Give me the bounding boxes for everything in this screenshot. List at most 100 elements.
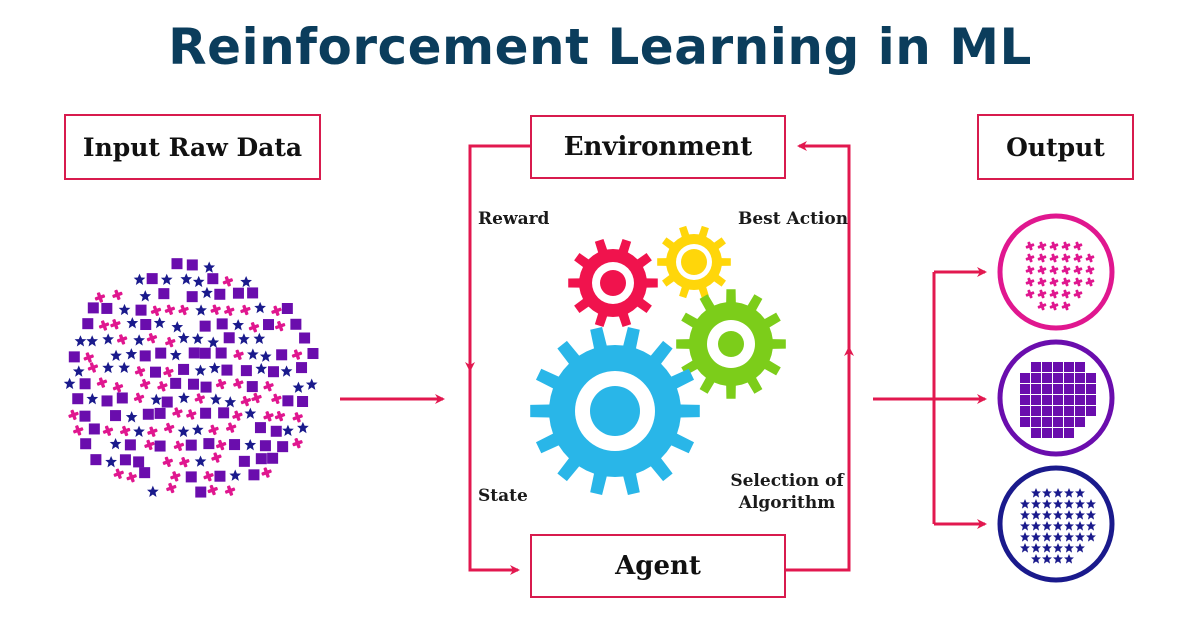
cross-icon [221, 274, 235, 288]
cross-icon [138, 377, 152, 391]
cross-icon [184, 408, 198, 422]
square-icon [1053, 362, 1063, 372]
reward-arrow [465, 144, 530, 372]
cross-icon [108, 317, 122, 331]
square-icon [1053, 428, 1063, 438]
cross-icon [155, 379, 169, 393]
reward-label: Reward [478, 209, 550, 229]
cross-icon [177, 455, 191, 469]
square-icon [1042, 395, 1052, 405]
cross-icon [231, 377, 245, 391]
square-icon [307, 348, 319, 360]
star-icon [297, 421, 309, 434]
square-icon [1042, 373, 1052, 383]
square-icon [1075, 384, 1085, 394]
cross-icon [269, 392, 283, 406]
square-icon [119, 454, 131, 466]
cross-icon [207, 423, 221, 437]
square-icon [1031, 417, 1041, 427]
square-icon [259, 440, 271, 452]
star-icon [125, 411, 138, 423]
square-icon [200, 407, 212, 419]
square-icon [72, 393, 84, 405]
cross-icon [206, 483, 220, 497]
square-icon [186, 291, 198, 303]
square-icon [214, 288, 226, 300]
star-icon [139, 290, 152, 302]
yellow-gear-icon [657, 225, 731, 299]
star-icon [244, 407, 257, 419]
star-icon [118, 303, 131, 316]
square-icon [133, 456, 145, 468]
star-icon [178, 391, 190, 404]
square-icon [1042, 428, 1052, 438]
square-icon [1053, 417, 1063, 427]
square-icon [1042, 417, 1052, 427]
square-icon [1086, 395, 1096, 405]
selection-label-line2: Algorithm [738, 493, 836, 513]
square-icon [1064, 362, 1074, 372]
cross-icon [97, 318, 111, 332]
star-icon [153, 316, 166, 329]
cross-icon [209, 451, 223, 465]
cross-icon [214, 438, 228, 452]
square-icon [185, 471, 197, 483]
square-icon [1042, 406, 1052, 416]
cross-icon [95, 376, 109, 390]
square-icon [1020, 395, 1030, 405]
best-action-label: Best Action [738, 209, 849, 229]
cross-icon [149, 304, 163, 318]
cross-icon [262, 379, 276, 393]
square-icon [1075, 373, 1085, 383]
star-icon [109, 438, 122, 450]
cross-icon [290, 348, 304, 362]
square-icon [200, 381, 212, 393]
square-icon [207, 273, 219, 285]
square-icon [299, 332, 311, 344]
star-icon [86, 393, 99, 405]
state-arrow [468, 370, 520, 575]
square-icon [270, 425, 282, 437]
star-icon [207, 336, 220, 348]
cross-icon [170, 406, 184, 420]
square-icon [281, 303, 293, 315]
star-icon [247, 348, 259, 360]
star-icon [254, 301, 266, 314]
square-icon [110, 410, 122, 422]
cross-icon [291, 436, 305, 450]
square-icon [276, 349, 288, 361]
square-icon [1042, 384, 1052, 394]
cross-icon [168, 469, 182, 483]
star-icon [194, 455, 207, 467]
square-icon [267, 366, 279, 378]
square-icon [88, 423, 100, 435]
star-icon [105, 456, 117, 468]
cross-icon [260, 466, 274, 480]
square-icon [1064, 406, 1074, 416]
square-icon [1086, 406, 1096, 416]
square-icon [101, 395, 113, 407]
cross-icon [93, 290, 107, 304]
cross-icon [101, 424, 115, 438]
square-icon [277, 441, 289, 453]
cross-icon [224, 421, 238, 435]
star-icon [255, 362, 268, 375]
square-icon [154, 440, 166, 452]
square-icon [263, 319, 275, 331]
square-icon [1064, 428, 1074, 438]
square-icon [170, 377, 182, 389]
square-icon [1064, 395, 1074, 405]
star-icon [63, 377, 76, 390]
square-icon [140, 319, 152, 331]
square-icon [1031, 362, 1041, 372]
cross-icon [115, 332, 129, 346]
square-icon [223, 332, 235, 344]
square-icon [199, 347, 211, 359]
square-icon [1020, 406, 1030, 416]
square-icon [185, 439, 197, 451]
square-icon [154, 407, 166, 419]
square-icon [216, 318, 228, 330]
square-icon [215, 347, 227, 359]
environment-box: Environment [530, 115, 786, 179]
square-icon [101, 302, 113, 314]
